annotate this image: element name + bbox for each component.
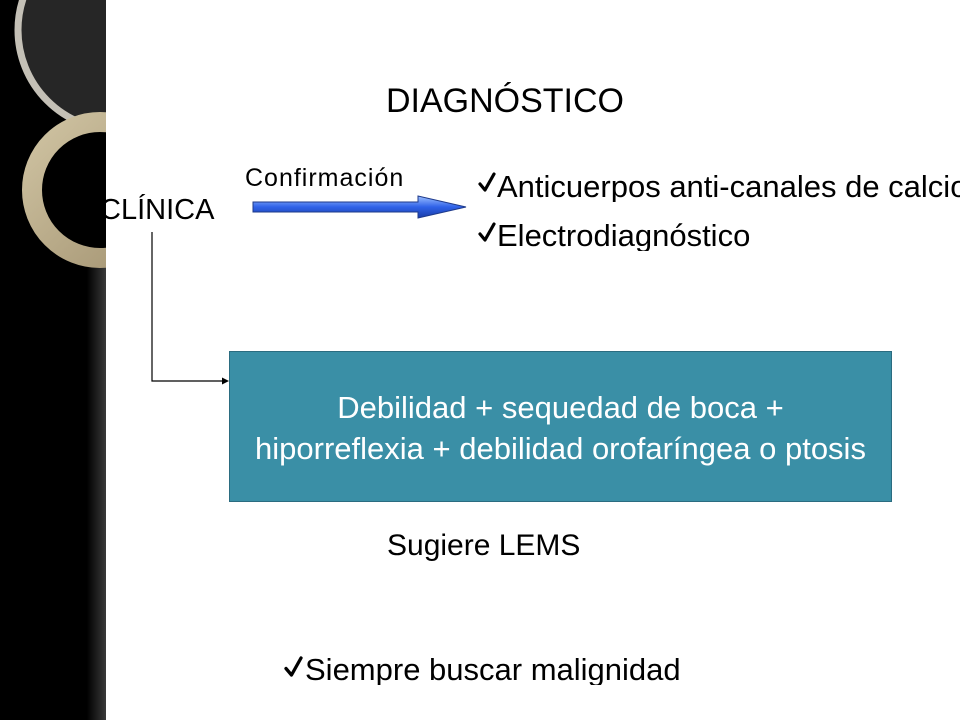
- connector-line: [151, 232, 224, 382]
- suggestion-text: Sugiere LEMS: [387, 529, 581, 562]
- decorative-ring-accent: [22, 112, 106, 268]
- symptom-box-line-1: Debilidad + sequedad de boca +: [337, 390, 784, 425]
- confirmation-arrow-shape: [252, 195, 467, 219]
- symptom-box-line-2: hiporreflexia + debilidad orofaríngea o …: [255, 431, 866, 466]
- decorative-sidebar: [0, 0, 106, 720]
- checkmark-icon: [478, 172, 496, 192]
- decorative-ring-top: [14, 0, 106, 133]
- connector-arrowhead: [222, 377, 229, 385]
- slide-title: DIAGNÓSTICO: [385, 82, 625, 120]
- confirmation-item-electrodiagnosis: Electrodiagnóstico: [497, 220, 751, 251]
- confirmation-label: Confirmación: [245, 164, 405, 192]
- checkmark-icon: [478, 222, 496, 242]
- clinical-label: CLÍNICA: [100, 194, 215, 226]
- malignancy-note: Siempre buscar malignidad: [305, 654, 681, 685]
- right-arrow-icon: [252, 195, 467, 219]
- elbow-arrow-icon: [151, 232, 229, 385]
- confirmation-item-antibodies: Anticuerpos anti-canales de calcio: [497, 171, 960, 202]
- symptom-box: Debilidad + sequedad de boca + hiporrefl…: [229, 351, 892, 502]
- checkmark-icon: [284, 656, 303, 677]
